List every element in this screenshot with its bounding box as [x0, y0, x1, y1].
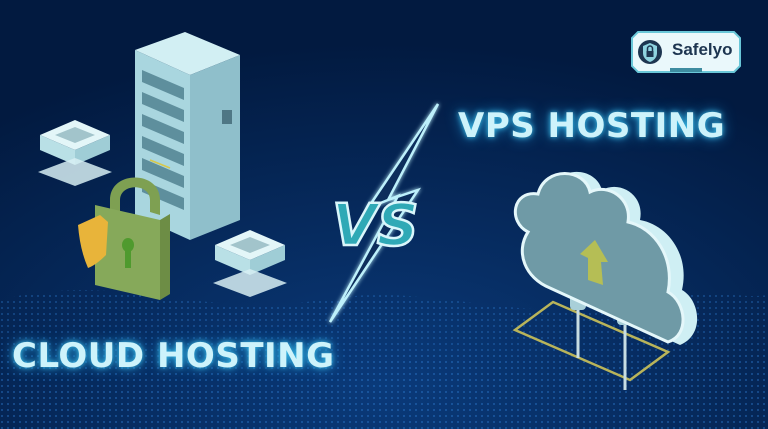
brand-name[interactable]: Safelyo — [672, 40, 733, 59]
vps-hosting-title: VPS HOSTING — [458, 106, 726, 146]
mini-server-icon — [213, 230, 287, 297]
padlock-icon — [95, 177, 170, 300]
cloud-upload-icon — [512, 171, 698, 390]
vs-lightning-bolt — [328, 103, 440, 323]
mini-server-icon — [38, 120, 112, 186]
cloud-hosting-title: CLOUD HOSTING — [12, 336, 335, 376]
shield-lock-icon — [638, 40, 662, 64]
shield-icon — [78, 215, 108, 268]
dot-wave-background — [0, 290, 768, 429]
vs-label: VS — [332, 191, 419, 259]
brand-logo[interactable] — [630, 30, 742, 74]
